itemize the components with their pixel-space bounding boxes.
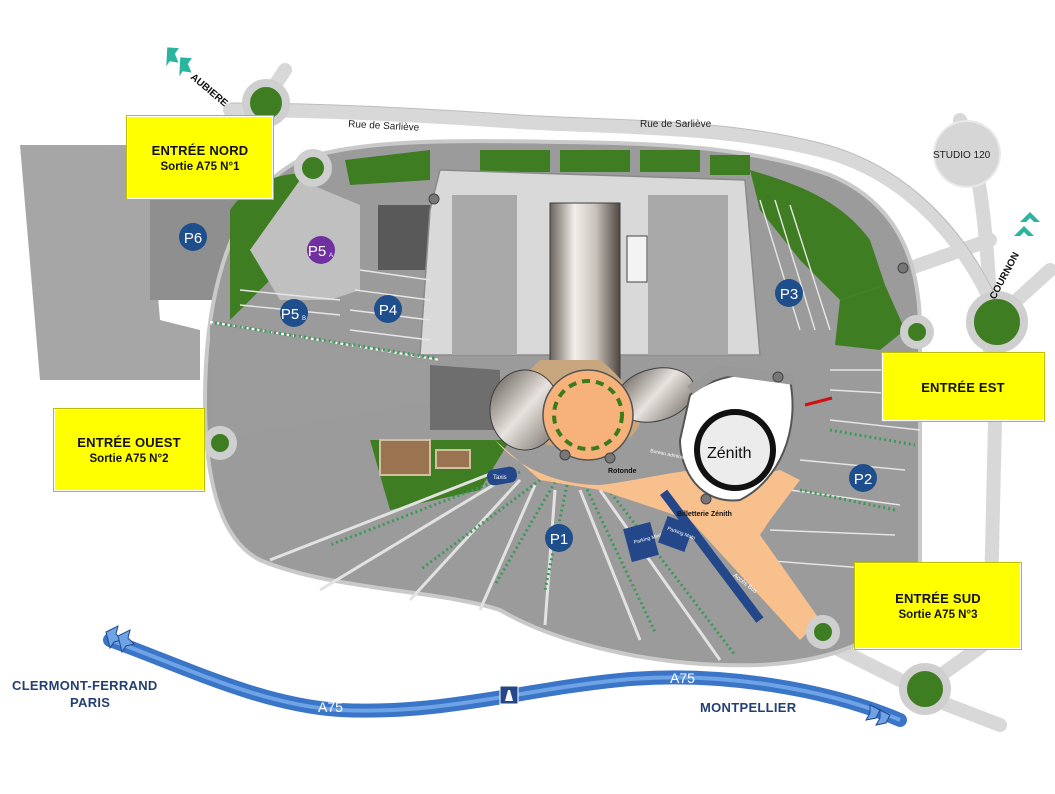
svg-text:P6: P6	[184, 230, 202, 247]
road-edges	[229, 102, 1001, 306]
green-dotted-walkways	[214, 321, 916, 656]
p6-lot	[20, 145, 200, 380]
zenith-label: Zénith	[707, 445, 751, 462]
a75-label-west: A75	[318, 699, 343, 715]
entrance-west-title: ENTRÉE OUEST	[77, 435, 181, 450]
parking-p6: P6	[179, 223, 207, 251]
entrance-east: ENTRÉE EST	[881, 352, 1045, 422]
svg-text:P3: P3	[780, 286, 798, 303]
svg-text:B: B	[302, 316, 306, 322]
svg-text:Taxis: Taxis	[493, 475, 507, 481]
a75-label-east: A75	[670, 670, 695, 686]
destination-montpellier: MONTPELLIER	[700, 700, 797, 715]
entrance-north-subtitle: Sortie A75 N°1	[160, 160, 240, 173]
parking-p4: P4	[374, 295, 402, 323]
parking-p3: P3	[775, 279, 803, 307]
sports-field	[379, 439, 431, 476]
destination-studio: STUDIO 120	[933, 150, 991, 161]
svg-text:P1: P1	[550, 531, 568, 548]
road-label-rue-sarlieve-1: Rue de Sarliève	[348, 119, 420, 134]
road-label-rue-sarlieve-2: Rue de Sarliève	[640, 119, 712, 130]
destination-clermont: CLERMONT-FERRAND	[12, 678, 158, 693]
svg-text:P5: P5	[281, 306, 299, 323]
svg-text:P5: P5	[308, 243, 326, 260]
entrance-east-title: ENTRÉE EST	[921, 379, 1005, 395]
west-band	[210, 325, 440, 440]
entrance-south-title: ENTRÉE SUD	[895, 591, 981, 606]
markers	[428, 193, 909, 505]
entrance-south-subtitle: Sortie A75 N°3	[898, 609, 978, 621]
svg-text:P4: P4	[379, 302, 397, 319]
parking-p5b: P5 B	[280, 299, 308, 327]
parking-p1: P1	[545, 524, 573, 552]
p1-radial-lines	[269, 468, 722, 661]
entrance-north: ENTRÉE NORD Sortie A75 N°1	[126, 115, 274, 200]
destination-paris: PARIS	[70, 695, 111, 710]
zenith-dome	[694, 409, 776, 491]
chevron-cournon-icon	[1014, 212, 1040, 236]
chevron-clermont-icon	[105, 625, 135, 654]
moto-zone: Parking Moto	[658, 516, 696, 552]
p5-area	[250, 180, 360, 300]
svg-text:A: A	[329, 253, 333, 259]
entrance-south: ENTRÉE SUD Sortie A75 N°3	[854, 562, 1022, 650]
entrance-west: ENTRÉE OUEST Sortie A75 N°2	[53, 408, 205, 492]
parking-p5a: P5 A	[307, 236, 335, 264]
studio-120-circle	[933, 120, 1001, 188]
parking-p2: P2	[849, 464, 877, 492]
billetterie-label: Billetterie Zénith	[677, 511, 732, 518]
chevron-aubiere-icon	[166, 47, 192, 77]
chevron-montpellier-icon	[865, 704, 891, 726]
entrance-west-subtitle: Sortie A75 N°2	[89, 453, 169, 465]
taxis-zone: Taxis	[486, 466, 518, 486]
destination-aubiere: AUBIERE	[188, 72, 230, 110]
entrance-north-title: ENTRÉE NORD	[151, 142, 249, 158]
svg-text:P2: P2	[854, 471, 872, 488]
rotonde-circle	[542, 369, 634, 461]
rotonde-label: Rotonde	[608, 468, 636, 475]
roundabouts	[203, 79, 1028, 715]
